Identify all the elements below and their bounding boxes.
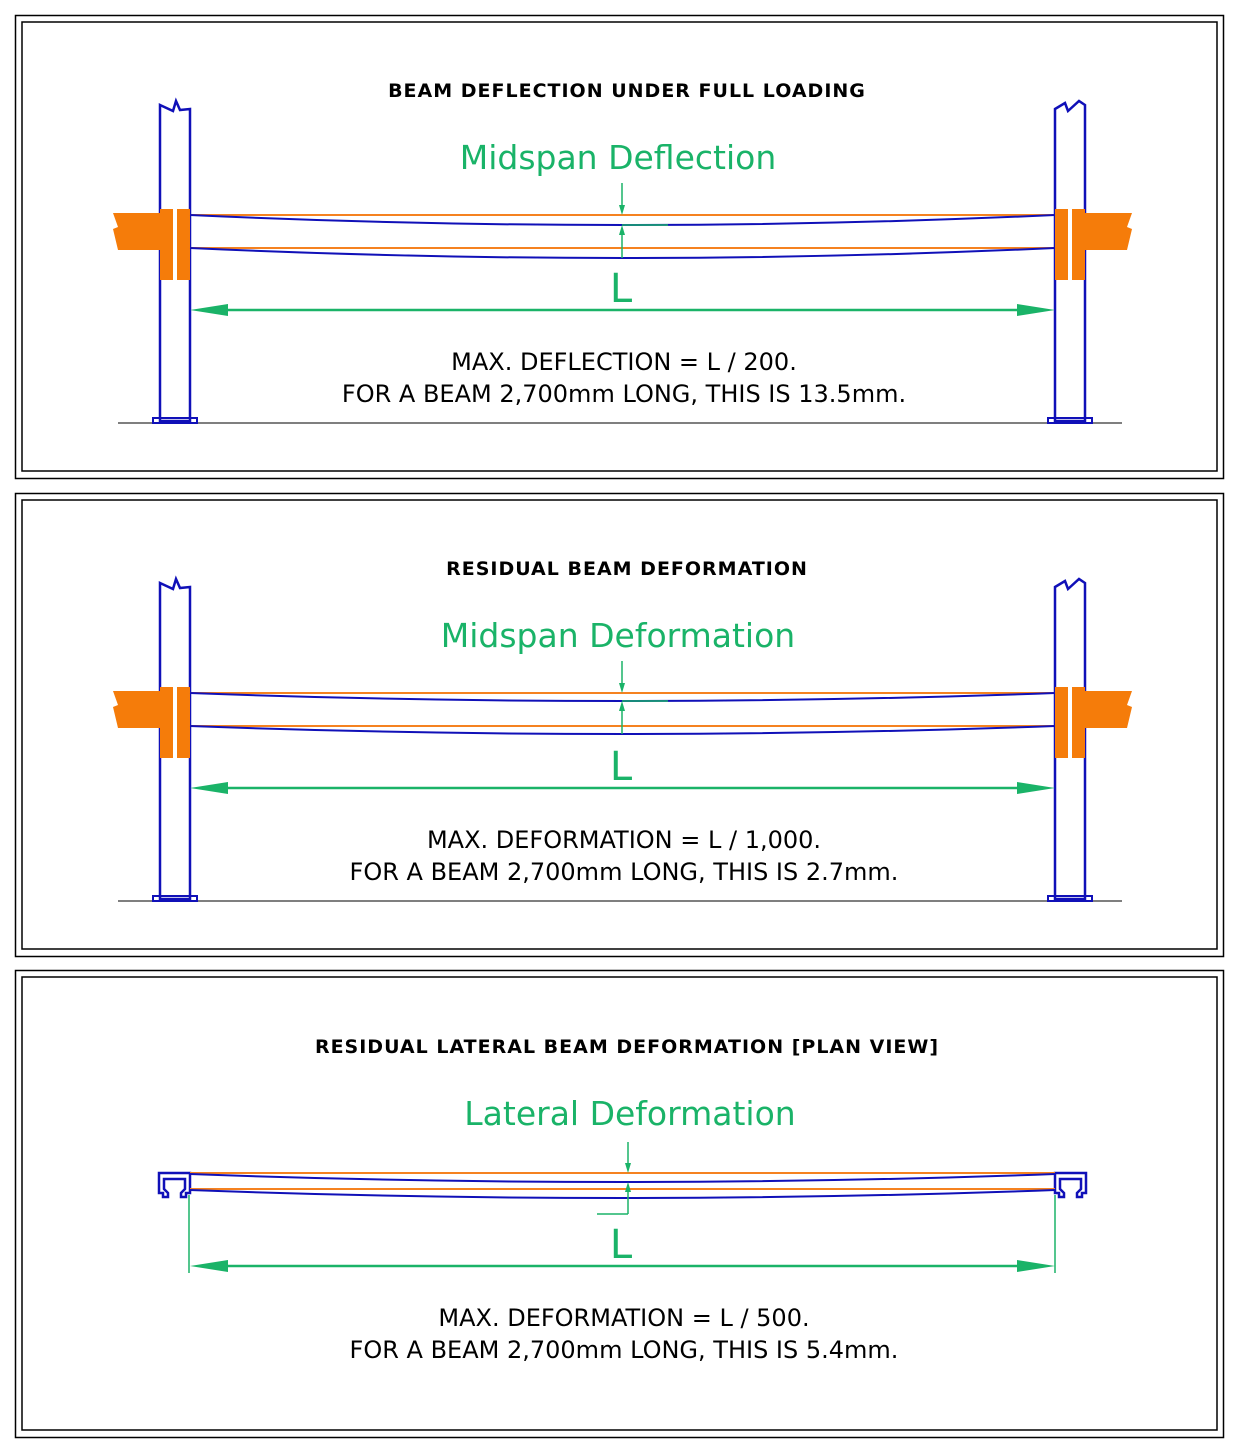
upright-column [1053,99,1087,423]
upright-column [158,575,192,901]
beam-end-bracket [1085,213,1132,250]
panel-2 [14,492,1225,958]
max-deformation-text: MAX. DEFORMATION = L / 1,000. [427,826,821,854]
span-label: L [610,744,633,790]
example-text: FOR A BEAM 2,700mm LONG, THIS IS 2.7mm. [350,858,899,886]
panel-frame-inner [21,21,1218,472]
deflection-arrowhead-up [619,701,625,711]
panel-title: RESIDUAL LATERAL BEAM DEFORMATION [PLAN … [315,1036,939,1058]
max-deformation-text: MAX. DEFLECTION = L / 200. [451,348,797,376]
dimension-arrow-left [190,782,228,794]
panel-frame-outer [14,492,1225,958]
connector-plate [177,209,190,280]
dimension-arrow-right [1017,1260,1055,1272]
example-text: FOR A BEAM 2,700mm LONG, THIS IS 5.4mm. [350,1336,899,1364]
deflection-arrowhead-up [619,225,625,235]
panel-frame-inner [21,976,1218,1431]
deflection-label: Midspan Deflection [460,138,777,177]
panel-frame-outer [14,969,1225,1439]
panel-title: RESIDUAL BEAM DEFORMATION [446,558,808,580]
plan-view: RESIDUAL LATERAL BEAM DEFORMATION [PLAN … [157,1036,1088,1364]
panel-3 [14,969,1225,1439]
dimension-arrow-left [190,1260,228,1272]
deflection-arrowhead-up [625,1182,631,1192]
deflection-arrowhead-down [625,1163,631,1173]
base-plate [152,895,198,902]
connector-plate [1055,687,1068,758]
beam-end-profile [157,1171,192,1199]
connector-plate [1055,209,1068,280]
deflection-label: Lateral Deformation [464,1094,795,1133]
deflection-arrowhead-down [619,683,625,693]
deflected-beam-top [189,692,1056,702]
beam-end-bracket [113,213,160,250]
beam-end-bracket [113,691,160,728]
example-text: FOR A BEAM 2,700mm LONG, THIS IS 13.5mm. [342,380,906,408]
panel-1 [14,14,1225,480]
connector-plate [1072,209,1085,280]
deformed-beam-front [189,1173,1056,1183]
panel-frame-inner [21,499,1218,950]
dimension-arrow-left [190,304,228,316]
deflection-label: Midspan Deformation [441,616,795,655]
connector-plate [160,687,173,758]
connector-plate [177,687,190,758]
span-label: L [610,266,633,312]
base-plate [152,417,198,424]
elevation-view-1: BEAM DEFLECTION UNDER FULL LOADING Midspa… [113,80,1132,424]
deformed-beam-back [189,1189,1056,1199]
connector-plate [1072,687,1085,758]
dimension-arrow-right [1017,782,1055,794]
panel-title: BEAM DEFLECTION UNDER FULL LOADING [388,80,866,102]
base-plate [1047,895,1093,902]
connector-plate [160,209,173,280]
beam-end-bracket [1085,691,1132,728]
dimension-arrow-right [1017,304,1055,316]
max-deformation-text: MAX. DEFORMATION = L / 500. [438,1304,809,1332]
deflected-beam-top [189,214,1056,226]
upright-column [1053,577,1087,901]
base-plate [1047,417,1093,424]
span-label: L [610,1222,633,1268]
panel-frame-outer [14,14,1225,480]
elevation-view-2: RESIDUAL BEAM DEFORMATION Midspan Deforma… [113,558,1132,902]
beam-end-profile [1053,1171,1088,1199]
upright-column [158,97,192,423]
deflection-arrowhead-down [619,205,625,215]
